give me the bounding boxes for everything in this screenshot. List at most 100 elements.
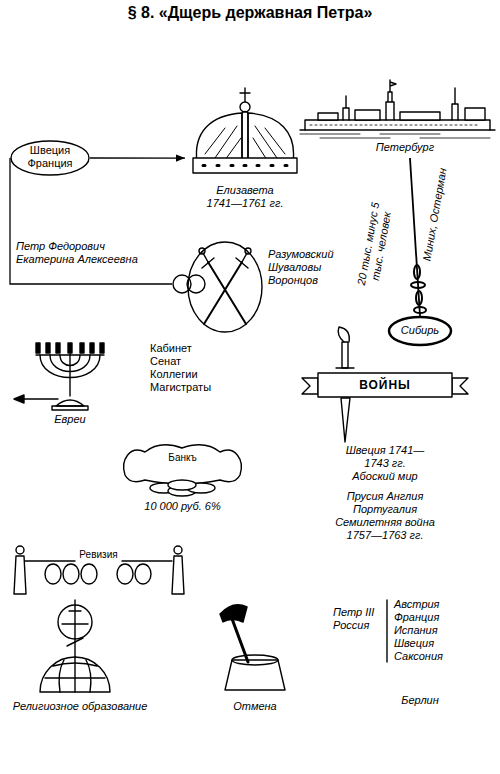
axe-stump-part xyxy=(232,655,278,665)
menorah-symbol-part xyxy=(100,343,104,353)
node-outline xyxy=(204,262,242,324)
sword-symbol-part xyxy=(341,398,350,442)
sword-symbol-part xyxy=(336,367,354,368)
node-outline xyxy=(81,564,97,584)
node-outline xyxy=(124,445,242,484)
node-outline xyxy=(196,113,242,162)
node-outline xyxy=(242,112,248,163)
axe-stump-part xyxy=(220,605,247,622)
connector-arrow xyxy=(90,157,185,158)
bank-node: Банкъ 10 000 руб. 6% xyxy=(120,440,245,515)
revision-figures-part xyxy=(174,546,182,554)
note-label: Австрия Франция Испания Швеция Саксония xyxy=(394,598,443,663)
note-label: Берлин xyxy=(390,694,450,707)
note-label: Прусия Англия Португалия Семилетняя войн… xyxy=(332,490,438,542)
note-label: Миних, Остерман xyxy=(419,159,451,270)
node-text: Швеция Франция xyxy=(27,144,72,170)
revision-band: Ревизия xyxy=(25,548,172,582)
node-text: Петербург xyxy=(355,141,455,154)
wedding-rings-part xyxy=(187,275,205,293)
node-outline xyxy=(45,564,61,584)
left-arrow xyxy=(14,395,58,403)
crown-node: Елизавета 1741—1761 гг. xyxy=(185,88,305,212)
menorah-symbol-part xyxy=(56,400,84,406)
chain-links-part xyxy=(411,282,425,288)
menorah-symbol-part xyxy=(52,406,88,410)
exile-link: Сибирь xyxy=(388,316,452,346)
orthodox-cross-part xyxy=(74,600,75,657)
connector-line xyxy=(10,158,172,284)
page-title: § 8. «Дщерь державная Петра» xyxy=(0,4,500,22)
node-outline xyxy=(168,480,196,490)
menorah-symbol-part xyxy=(80,343,84,353)
orthodox-cross xyxy=(40,600,110,692)
node-text: Разумовский Шуваловы Воронцов xyxy=(268,248,334,287)
node-outline xyxy=(300,129,495,130)
bracket-line xyxy=(386,600,387,662)
revision-figures-part xyxy=(172,556,184,594)
node-outline xyxy=(386,80,396,120)
node-outline xyxy=(452,88,458,120)
node-outline xyxy=(203,164,287,167)
node-outline xyxy=(465,108,485,120)
bracket-line-part xyxy=(386,600,387,662)
node-outline xyxy=(452,378,468,394)
orthodox-cross-part xyxy=(62,623,88,624)
node-outline xyxy=(208,262,246,324)
node-text: Банкъ xyxy=(120,452,245,464)
left-arrow-part xyxy=(14,395,24,403)
node-outline xyxy=(236,253,248,268)
menorah-symbol-part xyxy=(69,354,70,396)
city-node: Петербург xyxy=(300,80,495,158)
note-label: Религиозное образование xyxy=(5,700,155,713)
connector-line xyxy=(410,158,420,316)
node-text: Сибирь xyxy=(388,324,452,337)
sword-symbol-part xyxy=(338,327,349,342)
orthodox-cross-part xyxy=(67,638,83,646)
chain-links-part xyxy=(414,307,426,313)
node-outline xyxy=(302,378,318,394)
orthodox-cross-part xyxy=(40,657,110,692)
node-outline xyxy=(310,125,480,126)
chain-links-part xyxy=(414,265,420,279)
node-text: 10 000 руб. 6% xyxy=(120,500,245,513)
left-arrow-part xyxy=(20,398,58,399)
node-outline xyxy=(193,158,297,173)
node-outline xyxy=(63,564,79,584)
revision-figures-part xyxy=(14,556,26,594)
node-outline xyxy=(199,248,205,254)
node-outline xyxy=(188,242,262,332)
node-outline xyxy=(135,564,151,584)
node-outline xyxy=(240,102,250,112)
edge-label: Петр Федорович Екатерина Алексеевна xyxy=(16,240,148,266)
menorah-symbol-part xyxy=(68,343,72,353)
axe-stump-part xyxy=(231,616,248,662)
chain-links xyxy=(411,265,426,313)
node-text: ВОЙНЫ xyxy=(300,378,470,392)
menorah-symbol-part xyxy=(90,343,94,353)
note-label: Швеция 1741—1743 гг. Абоский мир xyxy=(345,444,425,483)
revision-figures xyxy=(14,546,184,594)
favorites-oval: Разумовский Шуваловы Воронцов xyxy=(172,238,335,335)
axe-stump xyxy=(220,605,285,690)
sword-symbol-part xyxy=(342,342,348,368)
menorah-symbol-part xyxy=(46,343,50,353)
orthodox-cross-part xyxy=(74,657,75,692)
chain-links-part xyxy=(416,291,422,305)
revision-figures-part xyxy=(16,546,24,554)
node-outline xyxy=(318,113,338,120)
menorah-symbol-part xyxy=(56,343,60,353)
note-label: Отмена xyxy=(215,700,295,713)
edge-label: 20 тыс. минус 5 тыс. человек xyxy=(353,189,398,302)
node-outline xyxy=(389,317,451,345)
node-text: Ревизия xyxy=(25,549,172,561)
note-label: Евреи xyxy=(45,413,95,426)
node-outline xyxy=(240,88,250,102)
note-label: Кабинет Сенат Коллегии Магистраты xyxy=(150,342,211,394)
alliance-ellipse: Швеция Франция xyxy=(10,140,90,176)
node-outline xyxy=(205,126,285,160)
node-outline xyxy=(117,564,133,584)
node-outline xyxy=(305,120,490,130)
